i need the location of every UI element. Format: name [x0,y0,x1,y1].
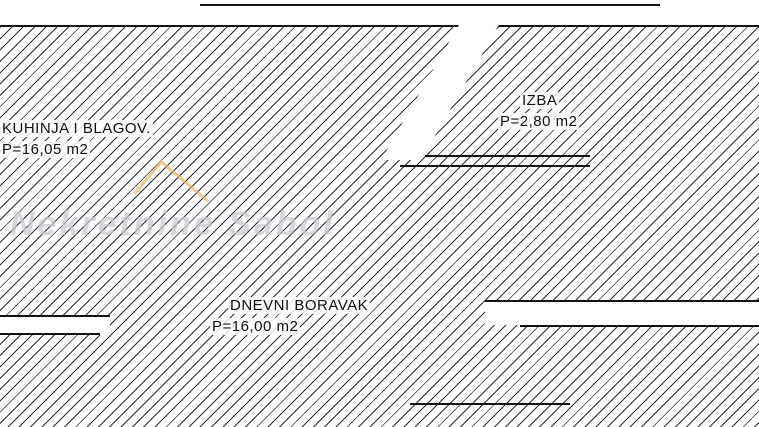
wall-right-room [485,300,759,325]
wall-line-left [0,315,110,317]
room-name-izba: IZBA [520,92,560,109]
wall-left [0,315,110,335]
room-name-kitchen: KUHINJA I BLAGOV. [0,120,153,137]
room-area-izba: P=2,80 m2 [498,113,580,130]
wall-line-right [485,300,759,302]
wall-line-left2 [0,333,100,335]
room-name-living: DNEVNI BORAVAK [228,297,371,314]
wall-line-top-edge [200,4,660,6]
watermark: Nekretnine Sabol [10,205,336,243]
room-area-living: P=16,00 m2 [210,318,301,335]
room-area-kitchen: P=16,05 m2 [0,141,91,158]
wall-line-izba [400,165,590,167]
wall-line-izba2 [425,155,590,157]
wall-line-right2 [520,325,759,327]
wall-line-bottom [410,403,570,405]
wall-line-top [0,25,759,27]
